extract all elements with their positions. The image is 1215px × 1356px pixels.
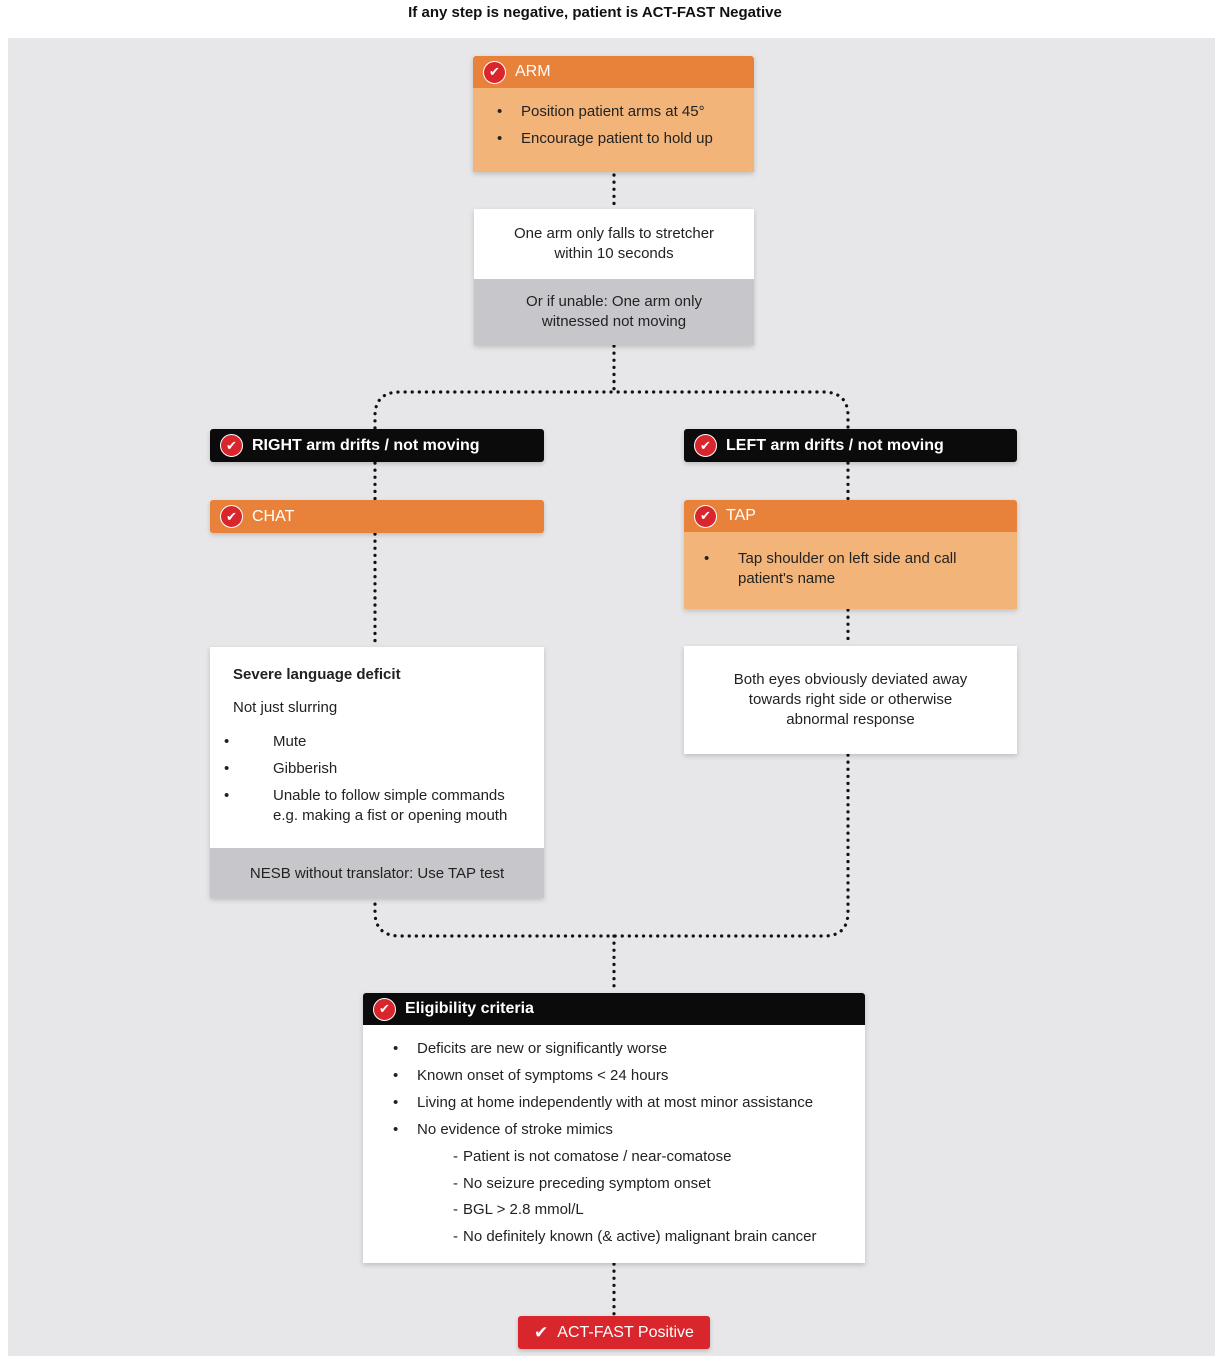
list-item: Mute — [210, 732, 532, 752]
chat-header: ✔ CHAT — [210, 500, 544, 533]
check-icon: ✔ — [483, 60, 506, 84]
left-arm-header: ✔ LEFT arm drifts / not moving — [684, 429, 1017, 462]
list-item: Unable to follow simple commands e.g. ma… — [210, 786, 532, 826]
check-icon: ✔ — [534, 1322, 549, 1342]
arm-result-box: One arm only falls to stretcher within 1… — [474, 209, 754, 345]
check-icon: ✔ — [694, 434, 717, 457]
list-item: Gibberish — [210, 759, 532, 779]
sub-list-item: No seizure preceding symptom onset — [379, 1174, 857, 1194]
tap-body: Tap shoulder on left side and call patie… — [684, 532, 1017, 609]
list-item: Encourage patient to hold up — [483, 129, 744, 149]
sub-list-item: Patient is not comatose / near-comatose — [379, 1147, 857, 1167]
list-item: Tap shoulder on left side and call patie… — [690, 549, 987, 589]
act-fast-positive-label: ACT-FAST Positive — [557, 1323, 694, 1341]
arm-header: ✔ ARM — [473, 56, 754, 88]
language-deficit-box: Severe language deficit Not just slurrin… — [210, 647, 544, 898]
sub-list-item: No definitely known (& active) malignant… — [379, 1227, 857, 1247]
eye-deviation-box: Both eyes obviously deviated away toward… — [684, 646, 1017, 754]
eligibility-title: Eligibility criteria — [405, 1000, 534, 1017]
chat-title: CHAT — [252, 507, 295, 525]
deficit-title: Severe language deficit — [233, 666, 401, 683]
arm-box: ✔ ARM Position patient arms at 45° Encou… — [473, 56, 754, 172]
list-item: Known onset of symptoms < 24 hours — [379, 1066, 857, 1086]
tap-header: ✔ TAP — [684, 500, 1017, 532]
arm-result-main: One arm only falls to stretcher within 1… — [474, 209, 754, 279]
nesb-note-text: NESB without translator: Use TAP test — [249, 864, 505, 882]
eligibility-header: ✔ Eligibility criteria — [363, 993, 865, 1025]
list-item: No evidence of stroke mimics — [379, 1120, 857, 1140]
left-arm-title: LEFT arm drifts / not moving — [726, 436, 944, 454]
top-note: If any step is negative, patient is ACT-… — [408, 4, 782, 21]
right-arm-title: RIGHT arm drifts / not moving — [252, 436, 480, 454]
deficit-subtitle: Not just slurring — [233, 699, 338, 716]
list-item: Living at home independently with at mos… — [379, 1093, 857, 1113]
sub-list-item: BGL > 2.8 mmol/L — [379, 1200, 857, 1220]
eligibility-body: Deficits are new or significantly worse … — [363, 1025, 865, 1263]
check-icon: ✔ — [694, 504, 717, 528]
list-item: Position patient arms at 45° — [483, 102, 744, 122]
arm-result-main-text: One arm only falls to stretcher within 1… — [513, 225, 715, 262]
nesb-note: NESB without translator: Use TAP test — [210, 848, 544, 898]
arm-result-alt-text: Or if unable: One arm only witnessed not… — [526, 293, 702, 330]
arm-body: Position patient arms at 45° Encourage p… — [473, 88, 754, 172]
eligibility-box: ✔ Eligibility criteria Deficits are new … — [363, 993, 865, 1263]
tap-box: ✔ TAP Tap shoulder on left side and call… — [684, 500, 1017, 609]
check-icon: ✔ — [220, 434, 243, 457]
arm-result-alt: Or if unable: One arm only witnessed not… — [474, 279, 754, 345]
right-arm-header: ✔ RIGHT arm drifts / not moving — [210, 429, 544, 462]
language-deficit-body: Severe language deficit Not just slurrin… — [210, 647, 544, 848]
arm-title: ARM — [515, 63, 551, 80]
tap-title: TAP — [726, 507, 756, 524]
check-icon: ✔ — [220, 505, 243, 528]
act-fast-positive-badge: ✔ ACT-FAST Positive — [518, 1316, 710, 1349]
list-item: Deficits are new or significantly worse — [379, 1039, 857, 1059]
eye-deviation-text: Both eyes obviously deviated away toward… — [733, 671, 968, 728]
check-icon: ✔ — [373, 997, 396, 1021]
